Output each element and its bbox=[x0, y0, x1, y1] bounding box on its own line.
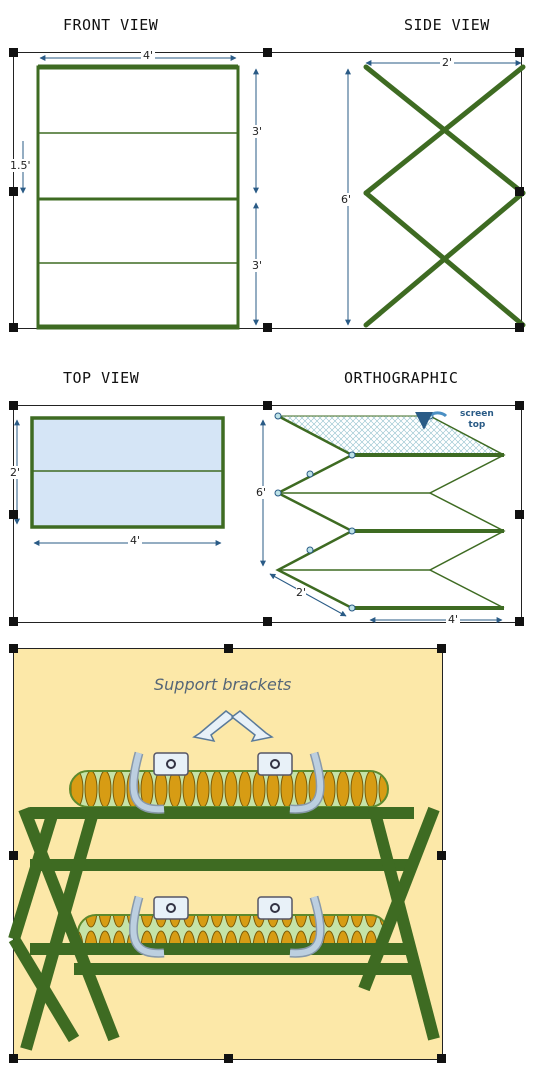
illustration-panel: Support brackets bbox=[8, 648, 443, 1060]
ortho-height-label: 6' bbox=[256, 486, 267, 499]
handle[interactable] bbox=[515, 401, 524, 410]
top-ortho-panel: 2' 4' 6' 2' 4' screen top bbox=[10, 405, 522, 626]
top-view-title: TOP VIEW bbox=[63, 369, 140, 387]
handle[interactable] bbox=[437, 644, 446, 653]
lower-brackets bbox=[128, 895, 325, 958]
handle[interactable] bbox=[437, 851, 446, 860]
handle[interactable] bbox=[9, 644, 18, 653]
handle[interactable] bbox=[224, 644, 233, 653]
upper-brackets bbox=[128, 751, 325, 814]
support-brackets-caption: Support brackets bbox=[154, 675, 292, 694]
rack-frame bbox=[8, 806, 440, 1051]
handle[interactable] bbox=[9, 851, 18, 860]
front-lower-label: 3' bbox=[252, 259, 263, 272]
side-view-title: SIDE VIEW bbox=[404, 16, 490, 34]
handle[interactable] bbox=[515, 617, 524, 626]
side-frame bbox=[363, 64, 526, 328]
handle[interactable] bbox=[9, 617, 18, 626]
handle[interactable] bbox=[224, 1054, 233, 1063]
handle[interactable] bbox=[515, 48, 524, 57]
top-depth-label: 2' bbox=[10, 466, 21, 479]
handle[interactable] bbox=[515, 510, 524, 519]
handle[interactable] bbox=[515, 323, 524, 332]
screen-label: screen bbox=[460, 409, 494, 419]
handle[interactable] bbox=[515, 187, 524, 196]
front-frame bbox=[36, 64, 240, 330]
front-side-panel: 4' 3' 3' 1.5' 2' 6' bbox=[10, 49, 526, 330]
ortho-width-label: 4' bbox=[446, 613, 461, 626]
front-view-title: FRONT VIEW bbox=[63, 16, 159, 34]
handle[interactable] bbox=[9, 510, 18, 519]
handle[interactable] bbox=[9, 1054, 18, 1063]
front-upper-label: 3' bbox=[252, 125, 263, 138]
handle[interactable] bbox=[437, 1054, 446, 1063]
upper-coil bbox=[69, 770, 389, 808]
screen-top-label: screen top bbox=[460, 409, 494, 431]
handle[interactable] bbox=[263, 323, 272, 332]
front-width-label: 4' bbox=[141, 49, 156, 62]
handle[interactable] bbox=[9, 323, 18, 332]
handle[interactable] bbox=[263, 401, 272, 410]
top-ortho-drawing bbox=[14, 411, 506, 623]
top-frame bbox=[30, 416, 225, 529]
side-width-label: 2' bbox=[440, 56, 455, 69]
top-label: top bbox=[468, 420, 486, 430]
bracket-arrows bbox=[192, 710, 274, 743]
ortho-depth-label: 2' bbox=[296, 586, 307, 599]
side-dimensions bbox=[345, 60, 522, 326]
handle[interactable] bbox=[9, 187, 18, 196]
handle[interactable] bbox=[263, 48, 272, 57]
handle[interactable] bbox=[263, 617, 272, 626]
orthographic-title: ORTHOGRAPHIC bbox=[344, 369, 459, 387]
front-dimensions bbox=[20, 55, 259, 326]
handle[interactable] bbox=[9, 401, 18, 410]
rack-illustration bbox=[8, 710, 440, 1051]
handle[interactable] bbox=[9, 48, 18, 57]
front-side-drawing bbox=[20, 55, 526, 330]
top-width-label: 4' bbox=[128, 534, 143, 547]
side-height-label: 6' bbox=[341, 193, 352, 206]
front-left-label: 1.5' bbox=[10, 159, 31, 172]
ortho-joints bbox=[274, 412, 434, 612]
